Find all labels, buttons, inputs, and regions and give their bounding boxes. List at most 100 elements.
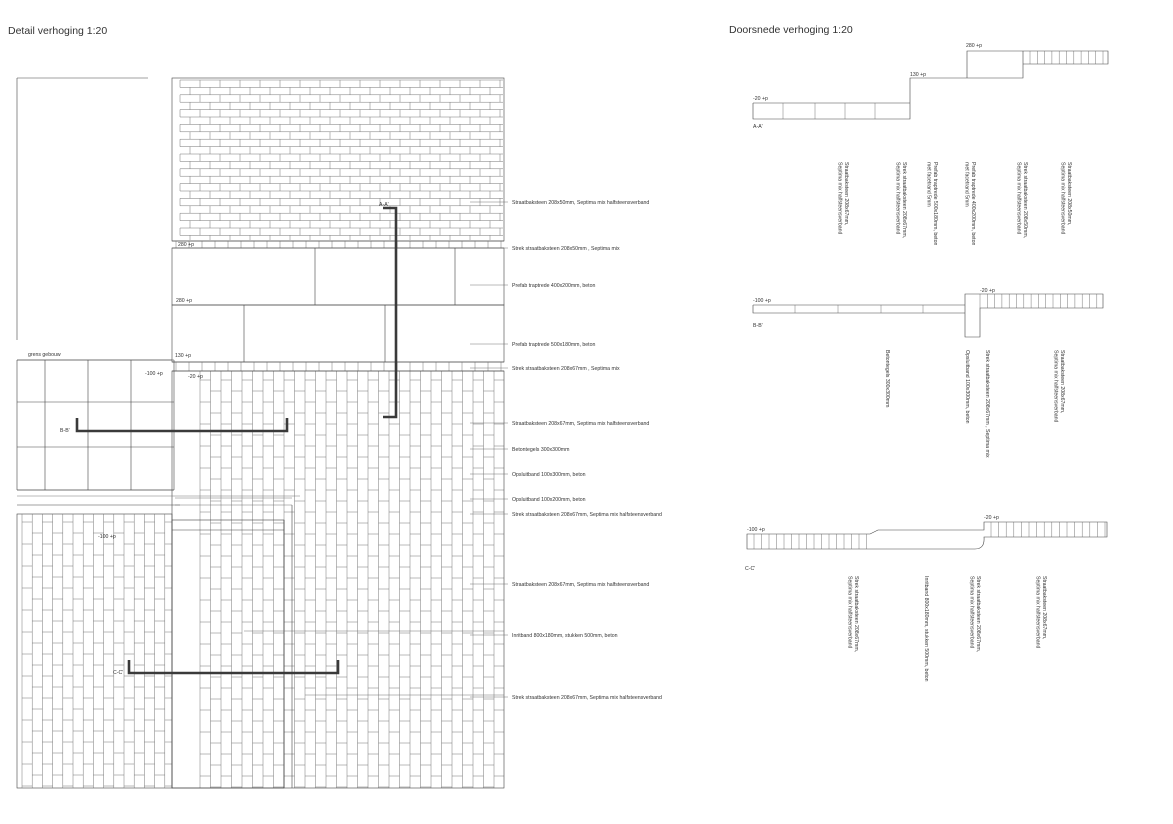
- section-c-profile: [746, 521, 1108, 550]
- secB-level-a: -100 +p: [753, 298, 771, 304]
- callout-label: Strek straatbaksteen 208x67mm , Septima …: [512, 366, 620, 372]
- section-label: Opsluitband 100x300mm, beton: [964, 350, 970, 424]
- concrete-tiles-300x300: [16, 359, 300, 506]
- brick-paving-208x67: [171, 370, 505, 789]
- section-label: Straatbaksteen 208x67mm,Septima mix half…: [837, 162, 850, 234]
- section-label: Straatbaksteen 208x67mm,Septima mix half…: [1053, 350, 1066, 422]
- section-label-line: Strek straatbaksteen 208x50mm,: [1022, 162, 1028, 238]
- callout-label: Opsluitband 100x200mm, beton: [512, 497, 586, 503]
- section-a-profile: [752, 50, 1109, 120]
- section-label-line: Septima mix halfsteensverband: [1053, 350, 1059, 422]
- secA-level-a: -20 +p: [753, 96, 768, 102]
- section-label-line: Prefab traptrede 400x200mm, beton: [970, 162, 976, 245]
- callout-label: Inritband 800x180mm, stukken 500mm, beto…: [512, 633, 618, 639]
- brick-zone-outline: [171, 77, 505, 242]
- step-joints: [243, 305, 386, 362]
- level-130: 130 +p: [175, 353, 191, 359]
- section-label-line: Betontegels 300x300mm: [884, 350, 890, 407]
- section-cut-c: [127, 660, 340, 675]
- callout-label: Straatbaksteen 208x67mm, Septima mix hal…: [512, 582, 649, 588]
- section-label: Prefab traptrede 400x200mm, betonmet fac…: [964, 162, 977, 245]
- section-label-line: Inritband 800x180mm, stukken 500mm, beto…: [923, 576, 929, 682]
- callout-label: Strek straatbaksteen 208x50mm , Septima …: [512, 246, 620, 252]
- brick-paving-bottom-left: [16, 513, 173, 789]
- driveway-opening: [171, 519, 285, 789]
- section-label-line: Prefab traptrede 500x180mm, beton: [932, 162, 938, 245]
- section-b-joints: [794, 294, 1098, 313]
- lower-brick-outline: [171, 370, 505, 789]
- grens-gebouw-label: grens gebouw: [28, 352, 61, 358]
- opsluitband-line: [175, 497, 292, 506]
- section-label-line: Septima mix halfsteensverband: [1060, 162, 1066, 234]
- section-cut-a: [383, 206, 398, 419]
- section-label: Betontegels 300x300mm: [884, 350, 890, 407]
- section-label-line: Straatbaksteen 208x67mm,: [843, 162, 849, 225]
- secB-marker: B-B': [753, 323, 763, 329]
- callout-label: Prefab traptrede 500x180mm, beton: [512, 342, 595, 348]
- section-label-line: Septima mix halfsteensverband: [895, 162, 901, 234]
- section-label-line: met facetrand 5mm: [964, 162, 970, 207]
- section-b-labels: Betontegels 300x300mm Opsluitband 100x300…: [884, 350, 1065, 458]
- step-500x180: [171, 304, 505, 363]
- step-400x200: [171, 247, 505, 306]
- section-label: Prefab traptrede 500x180mm, betonmet fac…: [926, 162, 939, 245]
- marker-b: B-B': [60, 428, 70, 434]
- callout-label: Strek straatbaksteen 208x67mm, Septima m…: [512, 512, 662, 518]
- section-c: -100 +p -20 +p C-C' Strek straatbaksteen…: [745, 515, 1108, 682]
- callout-label: Prefab traptrede 400x200mm, beton: [512, 283, 595, 289]
- section-label-line: Strek straatbaksteen 208x67mm,: [901, 162, 907, 238]
- section-a: -20 +p 130 +p 280 +p A-A' Straatbaksteen…: [752, 43, 1109, 245]
- brick-paving-208x50: [179, 79, 503, 240]
- section-label-line: Straatbaksteen 208x50mm,: [1066, 162, 1072, 225]
- plan-drawing: 280 +p 280 +p 130 +p -100 +p -20 +p -100…: [16, 77, 662, 789]
- level-minus100: -100 +p: [145, 371, 163, 377]
- secA-marker: A-A': [753, 124, 763, 130]
- strek-band-208x67: [172, 361, 504, 372]
- secA-level-c: 280 +p: [966, 43, 982, 49]
- driveway-edge: [172, 505, 293, 788]
- marker-a: A-A': [379, 202, 389, 208]
- section-label-line: Strek straatbaksteen 208x67mm , Septima …: [984, 350, 990, 458]
- secC-level-a: -100 +p: [747, 527, 765, 533]
- section-label: Strek straatbaksteen 208x50mm,Septima mi…: [1016, 162, 1029, 238]
- section-label: Strek straatbaksteen 208x67mm,Septima mi…: [969, 576, 982, 652]
- level-minus100-low: -100 +p: [98, 534, 116, 540]
- level-280-top: 280 +p: [178, 242, 194, 248]
- section-label: Strek straatbaksteen 208x67mm,Septima mi…: [895, 162, 908, 238]
- secA-level-b: 130 +p: [910, 72, 926, 78]
- section-label: Straatbaksteen 208x50mm,Septima mix half…: [1060, 162, 1073, 234]
- section-label: Strek straatbaksteen 208x67mm,Septima mi…: [847, 576, 860, 652]
- secC-level-b: -20 +p: [984, 515, 999, 521]
- detail-title: Detail verhoging 1:20: [8, 25, 107, 37]
- section-c-joints: [753, 522, 1106, 549]
- section-label-line: Septima mix halfsteensverband: [1016, 162, 1022, 234]
- section-a-joints: [782, 51, 1104, 119]
- level-minus20: -20 +p: [188, 374, 203, 380]
- callout-label: Straatbaksteen 208x50mm, Septima mix hal…: [512, 200, 649, 206]
- section-label: Inritband 800x180mm, stukken 500mm, beto…: [923, 576, 929, 682]
- section-label-line: Opsluitband 100x300mm, beton: [964, 350, 970, 424]
- section-label: Straatbaksteen 208x67mm,Septima mix half…: [1035, 576, 1048, 648]
- strek-band-208x50: [172, 240, 504, 249]
- section-b-profile: [752, 293, 1104, 338]
- callout-label: Straatbaksteen 208x67mm, Septima mix hal…: [512, 421, 649, 427]
- section-label-line: Septima mix halfsteensverband: [847, 576, 853, 648]
- section-label-line: Septima mix halfsteensverband: [969, 576, 975, 648]
- section-title: Doorsnede verhoging 1:20: [729, 24, 853, 36]
- section-label-line: met facetrand 5mm: [926, 162, 932, 207]
- section-label-line: Septima mix halfsteensverband: [1035, 576, 1041, 648]
- section-label-line: Straatbaksteen 208x67mm,: [1041, 576, 1047, 639]
- section-label-line: Straatbaksteen 208x67mm,: [1059, 350, 1065, 413]
- step-joints: [314, 248, 456, 305]
- section-cut-b: [75, 418, 289, 433]
- section-label-line: Strek straatbaksteen 208x67mm,: [853, 576, 859, 652]
- secC-marker: C-C': [745, 566, 755, 572]
- level-280-mid: 280 +p: [176, 298, 192, 304]
- section-b: -100 +p -20 +p B-B' Betontegels 300x300m…: [752, 288, 1104, 458]
- callout-label: Opsluitband 100x300mm, beton: [512, 472, 586, 478]
- section-label-line: Septima mix halfsteensverband: [837, 162, 843, 234]
- section-a-labels: Straatbaksteen 208x67mm,Septima mix half…: [837, 162, 1073, 245]
- callout-label: Betontegels 300x300mm: [512, 447, 569, 453]
- section-c-labels: Strek straatbaksteen 208x67mm,Septima mi…: [847, 576, 1048, 682]
